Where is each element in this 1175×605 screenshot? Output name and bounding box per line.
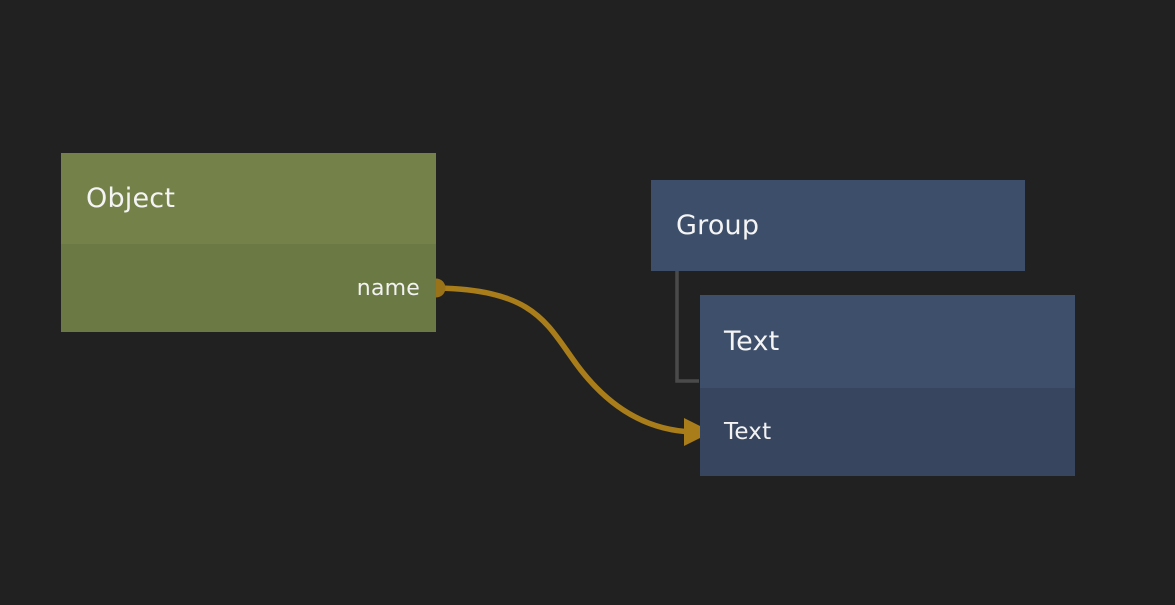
node-group[interactable]: Group: [651, 180, 1025, 271]
node-object-header[interactable]: Object: [61, 153, 436, 244]
node-text[interactable]: Text Text: [700, 295, 1075, 476]
link-object-name-to-text[interactable]: [435, 285, 697, 435]
node-object[interactable]: Object name: [61, 153, 436, 332]
node-object-port-name[interactable]: name: [61, 244, 436, 332]
node-text-title: Text: [724, 326, 780, 357]
node-group-title: Group: [676, 210, 760, 241]
node-text-port-text[interactable]: Text: [700, 388, 1075, 476]
node-object-port-name-label: name: [356, 275, 420, 301]
containment-bracket-icon: [675, 271, 699, 383]
node-text-header[interactable]: Text: [700, 295, 1075, 388]
node-text-port-text-label: Text: [724, 419, 772, 445]
node-object-title: Object: [86, 183, 176, 214]
node-group-header[interactable]: Group: [651, 180, 1025, 271]
